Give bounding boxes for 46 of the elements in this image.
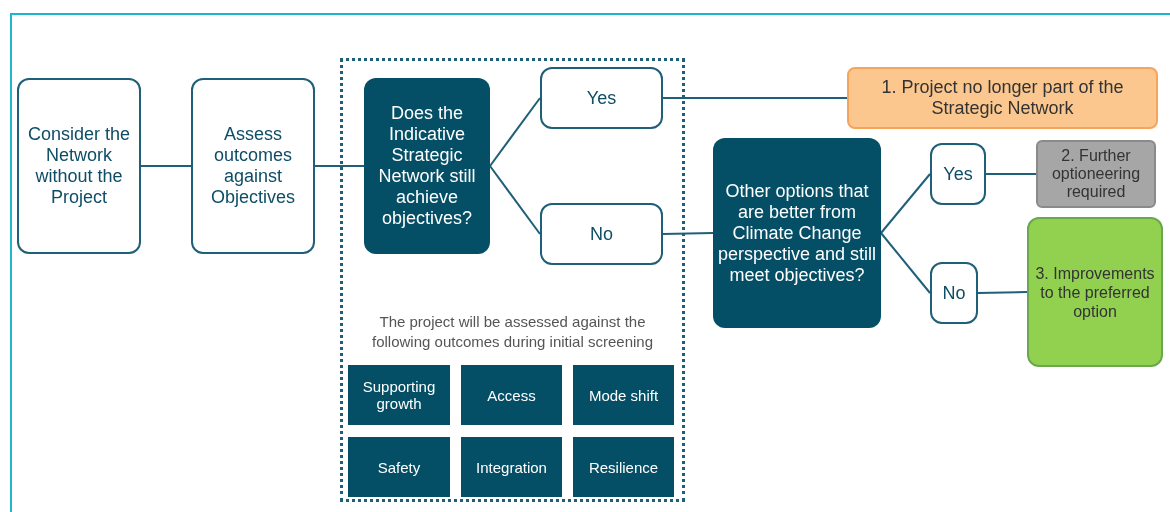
- dotted-group-box: [340, 58, 685, 502]
- connector-line: [880, 173, 931, 234]
- connector-line: [985, 173, 1037, 175]
- box-text: No: [590, 223, 613, 245]
- criterion-box: [461, 365, 562, 425]
- box-text: Yes: [586, 87, 617, 109]
- answer-box: [540, 67, 663, 129]
- box-text: Yes: [943, 163, 973, 185]
- box-text: 2. Further optioneering required: [1050, 147, 1142, 201]
- connector-line: [662, 97, 848, 99]
- criterion-box: [573, 365, 674, 425]
- criterion-box: [348, 437, 450, 497]
- criterion-box: [461, 437, 562, 497]
- outcome-box: [1036, 140, 1156, 208]
- connector-line: [489, 97, 541, 167]
- box-text: Access: [487, 386, 536, 404]
- connector-line: [977, 291, 1028, 294]
- box-text: Integration: [476, 458, 547, 476]
- answer-box: [930, 143, 986, 205]
- outcome-box: [1027, 217, 1163, 367]
- box-text: Does the Indicative Strategic Network still achieve objectives?: [377, 103, 477, 229]
- process-box: [191, 78, 315, 254]
- connector-line: [314, 165, 365, 167]
- criterion-box: [573, 437, 674, 497]
- connector-line: [880, 232, 931, 294]
- note-text: The project will be assessed against the following outcomes during initial screening: [371, 312, 654, 352]
- connector-line: [489, 165, 541, 235]
- box-text: 3. Improvements to the preferred option: [1034, 263, 1156, 321]
- decision-box: [713, 138, 881, 328]
- box-text: Assess outcomes against Objectives: [209, 124, 296, 208]
- outcome-box: [847, 67, 1158, 129]
- box-text: No: [942, 282, 966, 304]
- connector-line: [140, 165, 192, 167]
- decision-box: [364, 78, 490, 254]
- box-text: 1. Project no longer part of the Strategic Network: [880, 77, 1125, 119]
- answer-box: [930, 262, 978, 324]
- criterion-box: [348, 365, 450, 425]
- box-text: Other options that are better from Climate Change perspective and still meet objectives?: [717, 180, 877, 286]
- box-text: Mode shift: [588, 386, 659, 404]
- box-text: Supporting growth: [361, 378, 437, 412]
- process-box: [17, 78, 141, 254]
- box-text: Safety: [377, 458, 421, 476]
- answer-box: [540, 203, 663, 265]
- box-text: Resilience: [588, 458, 659, 476]
- connector-line: [662, 232, 714, 235]
- box-text: Consider the Network without the Project: [26, 124, 132, 208]
